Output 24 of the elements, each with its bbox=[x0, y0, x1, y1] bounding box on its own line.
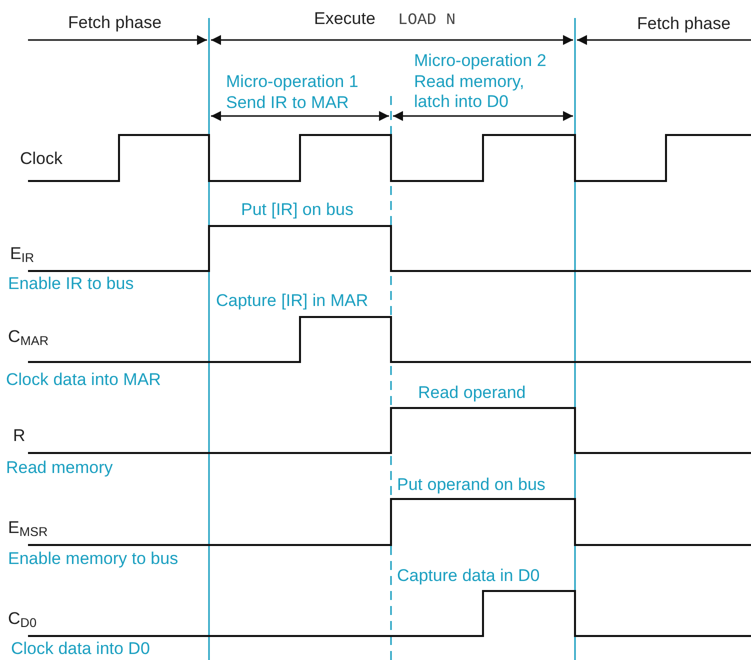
signal-description: Enable IR to bus bbox=[8, 274, 134, 294]
signal-name: R bbox=[13, 426, 26, 446]
signal-name: C$_{D0}$ bbox=[8, 609, 37, 630]
phase-label: Execute bbox=[314, 9, 376, 30]
micro-operation-description: Send IR to MAR bbox=[226, 93, 349, 114]
phase-label: Fetch phase bbox=[637, 14, 731, 34]
micro-operation-title: Micro-operation 1 bbox=[226, 72, 358, 92]
signal-description: Enable memory to bus bbox=[8, 549, 178, 570]
signal-description: Clock data into D0 bbox=[11, 639, 150, 660]
signal-name: Clock bbox=[20, 149, 63, 170]
waveform-annotation: Capture data in D0 bbox=[397, 566, 540, 586]
micro-operation-title: Micro-operation 2 bbox=[414, 51, 546, 72]
micro-operation-description: Read memory, latch into D0 bbox=[414, 72, 526, 113]
signal-name: E$_{MSR}$ bbox=[8, 518, 48, 538]
phase-label: Fetch phase bbox=[68, 13, 162, 34]
waveform-annotation: Capture [IR] in MAR bbox=[216, 291, 368, 312]
signal-description: Read memory bbox=[6, 458, 113, 478]
signal-name: C$_{MAR}$ bbox=[8, 327, 49, 348]
instruction-code: LOAD N bbox=[398, 11, 456, 30]
signal-description: Clock data into MAR bbox=[6, 370, 161, 390]
signal-name: E$_{IR}$ bbox=[10, 244, 34, 264]
waveform-annotation: Put operand on bus bbox=[397, 475, 546, 496]
waveform-annotation: Put [IR] on bus bbox=[241, 200, 354, 220]
waveform-annotation: Read operand bbox=[418, 383, 526, 404]
